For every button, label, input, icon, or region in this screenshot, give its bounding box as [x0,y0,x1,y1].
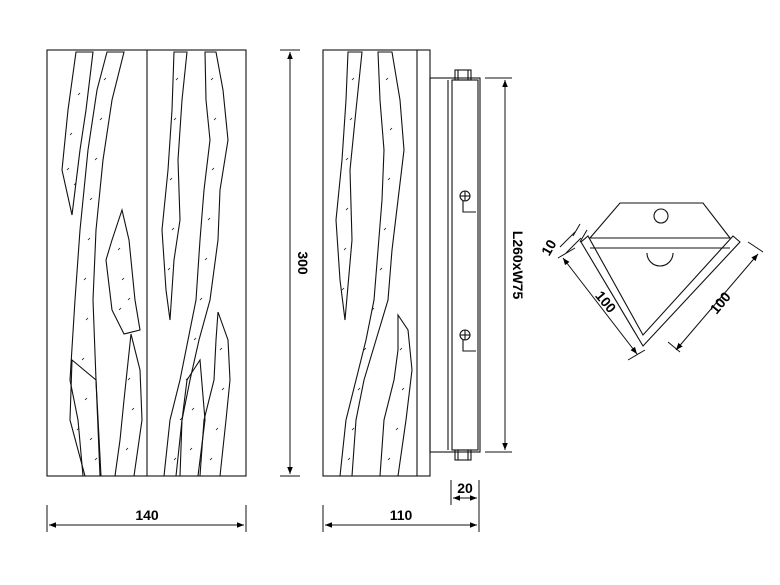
bark-strip [114,333,143,477]
bracket-top-cap [454,69,472,81]
lamp-socket [646,252,674,267]
dim-bracket-depth: 20 [457,480,473,496]
dim-top-right-side: 100 [707,289,734,317]
bark-texture [66,77,225,461]
bark-strip [69,358,101,477]
bark-strip [105,207,141,335]
bark-texture [341,77,405,461]
front-view [46,49,247,477]
dimension-lines [46,49,764,532]
screw-icon [459,190,476,213]
bark-strip [179,358,206,477]
dim-height: 300 [295,251,311,275]
mount-backplate [451,79,479,451]
top-view [580,202,741,347]
bark-strip [339,51,405,477]
bark-strip [199,311,231,477]
top-view-backplate [588,202,732,239]
bark-strip [161,51,188,321]
dim-bracket-spec: L260xW75 [510,231,526,300]
side-view [322,49,481,477]
bracket-bottom-cap [454,449,472,461]
top-view-outer-shell [580,235,741,347]
dim-front-width: 140 [135,507,159,523]
dim-top-offset: 10 [538,237,560,259]
bark-strip [61,51,94,216]
screw-icon [459,329,476,352]
mount-bracket [429,77,481,453]
mount-hole [653,208,669,224]
bark-strip [163,51,229,477]
bark-strip [379,313,413,477]
dim-top-left-side: 100 [592,288,619,316]
dim-side-width: 110 [390,507,413,523]
bark-strip [335,51,363,321]
